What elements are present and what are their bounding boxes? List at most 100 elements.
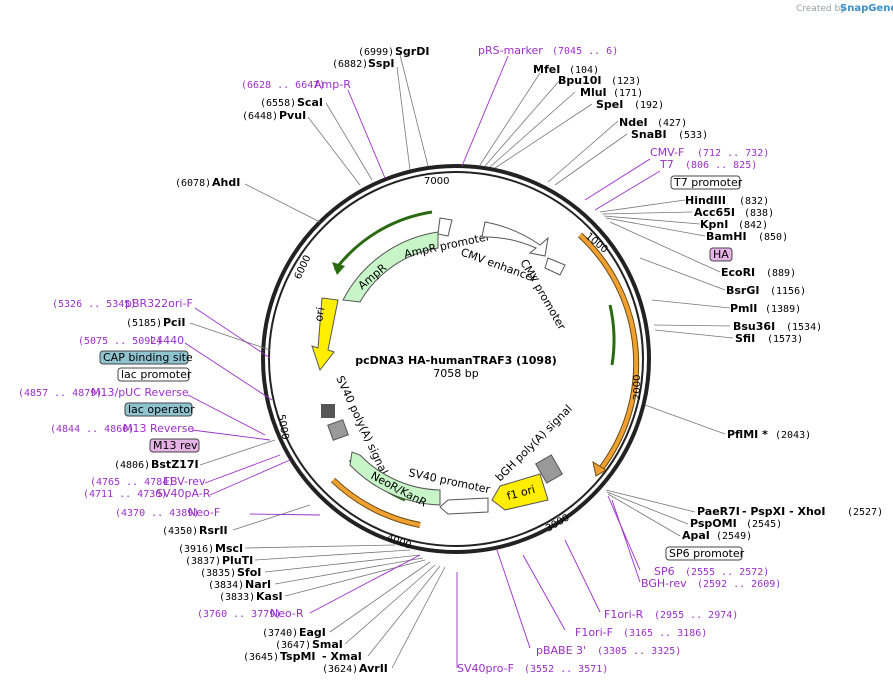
cmv-enhancer-feature[interactable] bbox=[481, 221, 549, 257]
site-bamhi[interactable]: BamHI bbox=[706, 230, 747, 243]
site-ahdi[interactable]: AhdI bbox=[212, 176, 240, 189]
site-pspxi-xhoi[interactable]: - PspXI - XhoI bbox=[742, 505, 825, 518]
primer-pbr322ori-f[interactable]: pBR322ori-F bbox=[125, 297, 193, 310]
site-bsu36i[interactable]: Bsu36I bbox=[733, 320, 775, 333]
primer-sv40pro-f[interactable]: SV40pro-F bbox=[457, 662, 514, 675]
primers: pRS-marker (7045 .. 6) (6628 .. 6647) Am… bbox=[18, 44, 781, 675]
snapgene-credit: Created by SnapGene bbox=[796, 3, 893, 14]
site-paer7i[interactable]: PaeR7I bbox=[697, 505, 740, 518]
site-pluti-pos: (3837) bbox=[185, 556, 221, 567]
site-kasi[interactable]: KasI bbox=[256, 590, 283, 603]
site-spei[interactable]: SpeI bbox=[596, 98, 623, 111]
ampr-inner-arc bbox=[333, 210, 433, 271]
site-pcii-pos: (5185) bbox=[126, 318, 162, 329]
primer-neo-r[interactable]: Neo-R bbox=[270, 607, 304, 620]
primer-lines bbox=[184, 55, 661, 668]
site-apai[interactable]: ApaI bbox=[682, 529, 710, 542]
f1-ori-feature[interactable] bbox=[491, 473, 549, 511]
bgh-polya-feature[interactable] bbox=[535, 454, 563, 484]
site-pvui-pos: (6448) bbox=[242, 111, 278, 122]
traf3-arrowhead bbox=[592, 460, 607, 477]
primer-t7[interactable]: T7 bbox=[659, 158, 674, 171]
site-pspomi[interactable]: PspOMI bbox=[690, 517, 737, 530]
backbone-outer bbox=[261, 164, 651, 554]
lac-promoter-label: lac promoter bbox=[121, 368, 192, 381]
credit-prefix: Created by bbox=[796, 4, 846, 14]
site-hindiii-pos: (832) bbox=[739, 196, 769, 207]
plasmid-length: 7058 bp bbox=[433, 367, 478, 380]
m13-rev-label: M13 rev bbox=[153, 439, 198, 452]
site-pflmi[interactable]: PflMI * bbox=[727, 428, 768, 441]
site-mfei[interactable]: MfeI bbox=[533, 63, 560, 76]
site-mlui[interactable]: MluI bbox=[580, 86, 607, 99]
site-rsrii[interactable]: RsrII bbox=[199, 524, 228, 537]
site-bstz17i[interactable]: BstZ17I bbox=[151, 458, 199, 471]
ori-feature[interactable] bbox=[311, 297, 339, 372]
lac-promoter-box[interactable] bbox=[117, 367, 190, 382]
t7-promoter-box[interactable] bbox=[670, 175, 741, 190]
primer-sp6-pos: (2555 .. 2572) bbox=[685, 567, 769, 578]
site-ndei-pos: (427) bbox=[657, 118, 687, 129]
sites-right: MfeI (104) Bpu10I (123) MluI (171) SpeI … bbox=[533, 63, 883, 542]
primer-sp6[interactable]: SP6 bbox=[654, 565, 675, 578]
primer-cmv-f-pos: (712 .. 732) bbox=[697, 148, 769, 159]
primer-prs-marker[interactable]: pRS-marker bbox=[478, 44, 543, 57]
primer-neo-f[interactable]: Neo-F bbox=[188, 506, 220, 519]
ha-box[interactable] bbox=[709, 247, 733, 262]
primer-ebv-rev[interactable]: EBV-rev bbox=[163, 475, 206, 488]
cap-binding-site-box[interactable] bbox=[99, 350, 189, 365]
sp6-promoter-box[interactable] bbox=[665, 546, 743, 561]
site-pcii[interactable]: PciI bbox=[163, 316, 185, 329]
primer-cmv-f[interactable]: CMV-F bbox=[650, 146, 684, 159]
site-msci[interactable]: MscI bbox=[215, 542, 243, 555]
site-hindiii[interactable]: HindIII bbox=[685, 194, 726, 207]
primer-pbabe3[interactable]: pBABE 3' bbox=[536, 644, 586, 657]
site-pvui[interactable]: PvuI bbox=[279, 109, 306, 122]
site-ecori[interactable]: EcoRI bbox=[721, 266, 755, 279]
neor-feature[interactable] bbox=[349, 451, 441, 506]
site-bpu10i[interactable]: Bpu10I bbox=[558, 74, 602, 87]
primer-bgh-rev[interactable]: BGH-rev bbox=[641, 577, 687, 590]
site-tspmi[interactable]: TspMI bbox=[280, 650, 316, 663]
site-smai[interactable]: SmaI bbox=[312, 638, 343, 651]
primer-m13rev[interactable]: M13 Reverse bbox=[123, 422, 194, 435]
site-pmli[interactable]: PmlI bbox=[730, 302, 757, 315]
site-pluti[interactable]: PluTI bbox=[222, 554, 253, 567]
site-rsrii-pos: (4350) bbox=[162, 526, 198, 537]
site-pflmi-pos: (2043) bbox=[775, 430, 811, 441]
site-sfoi[interactable]: SfoI bbox=[237, 566, 261, 579]
primer-prs-marker-pos: (7045 .. 6) bbox=[552, 46, 618, 57]
cmv-promoter-feature[interactable] bbox=[544, 257, 566, 276]
sv40-promoter-feature[interactable] bbox=[439, 497, 489, 515]
site-nari[interactable]: NarI bbox=[245, 578, 271, 591]
primer-f1ori-r[interactable]: F1ori-R bbox=[604, 608, 644, 621]
site-ndei[interactable]: NdeI bbox=[619, 116, 648, 129]
site-xmai[interactable]: - XmaI bbox=[322, 650, 362, 663]
site-acc65i[interactable]: Acc65I bbox=[694, 206, 735, 219]
primer-amp-r[interactable]: Amp-R bbox=[314, 78, 351, 91]
site-scai[interactable]: ScaI bbox=[297, 96, 323, 109]
plasmid-title: pcDNA3 HA-humanTRAF3 (1098) bbox=[355, 354, 557, 367]
site-kpni[interactable]: KpnI bbox=[700, 218, 728, 231]
primer-sv40pa-r[interactable]: SV40pA-R bbox=[156, 487, 211, 500]
site-mlui-pos: (171) bbox=[613, 88, 643, 99]
primer-m13puc[interactable]: M13/pUC Reverse bbox=[91, 386, 189, 399]
site-sgrdi[interactable]: SgrDI bbox=[395, 45, 429, 58]
lac-operator-box[interactable] bbox=[124, 402, 193, 417]
primer-l4440[interactable]: L4440 bbox=[150, 334, 184, 347]
sv40-polya-feature[interactable] bbox=[327, 419, 349, 441]
ampr-promoter-feature[interactable] bbox=[437, 217, 453, 237]
m13-rev-box[interactable] bbox=[149, 438, 200, 453]
ampr-feature[interactable] bbox=[342, 231, 439, 303]
site-sfii[interactable]: SfiI bbox=[735, 332, 755, 345]
primer-f1ori-f[interactable]: F1ori-F bbox=[575, 626, 613, 639]
site-bsu36i-pos: (1534) bbox=[786, 322, 822, 333]
boxed-labels: T7 promoter HA CAP binding site lac prom… bbox=[99, 175, 745, 561]
site-bsrgi[interactable]: BsrGI bbox=[726, 284, 759, 297]
site-eagi[interactable]: EagI bbox=[299, 626, 326, 639]
tick-5000: 5000 bbox=[275, 414, 290, 441]
site-sspi[interactable]: SspI bbox=[368, 57, 394, 70]
site-avrii[interactable]: AvrII bbox=[359, 662, 388, 675]
site-snabi[interactable]: SnaBI bbox=[631, 128, 667, 141]
